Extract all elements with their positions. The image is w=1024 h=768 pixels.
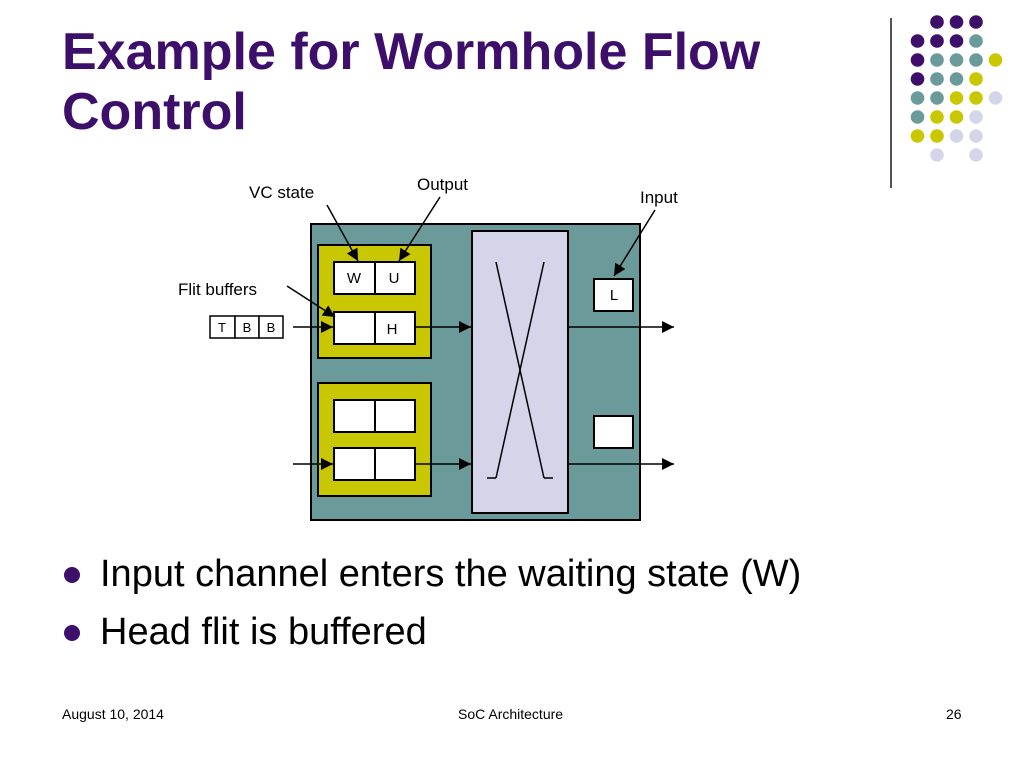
bullet-list: Input channel enters the waiting state (… <box>62 545 801 661</box>
slide-title: Example for Wormhole Flow Control <box>62 22 862 142</box>
decorative-dot <box>949 34 964 48</box>
decorative-dot <box>910 34 925 48</box>
bullet-dot-icon <box>64 567 80 583</box>
flit-buffer-cell-3 <box>333 447 376 481</box>
decorative-dot <box>930 129 944 143</box>
bullet-item-2: Head flit is buffered <box>62 603 801 661</box>
decorative-dot <box>930 53 944 67</box>
decorative-dot <box>969 34 983 48</box>
decorative-dot <box>910 91 925 105</box>
decorative-dot <box>969 110 983 124</box>
bullet-text-1: Input channel enters the waiting state (… <box>100 553 802 595</box>
flit-buffer-cell-1 <box>333 311 376 345</box>
decorative-dot <box>930 34 944 48</box>
footer-date: August 10, 2014 <box>62 706 164 722</box>
decorative-dot <box>969 148 983 162</box>
output-register-1 <box>593 278 634 312</box>
decorative-dot <box>949 15 964 29</box>
decorative-dot <box>969 53 983 67</box>
decorative-dot <box>930 15 944 29</box>
decorative-dot <box>969 15 983 29</box>
label-vc-state: VC state <box>249 183 314 202</box>
decorative-dot <box>988 53 1003 67</box>
incoming-flit-body-2 <box>258 315 284 339</box>
decorative-dot-grid <box>910 15 1003 162</box>
flit-b-2: B <box>267 320 276 335</box>
vc-state-cell-1 <box>333 261 376 295</box>
decorative-dot <box>910 72 925 86</box>
decorative-dot <box>930 148 944 162</box>
decorative-dot <box>949 53 964 67</box>
output-register-2 <box>593 415 634 449</box>
decorative-dot <box>949 129 964 143</box>
output-pointer <box>398 196 441 262</box>
decorative-dot <box>969 91 983 105</box>
decorative-dot <box>969 72 983 86</box>
flit-b-1: B <box>243 320 252 335</box>
decorative-dot <box>949 91 964 105</box>
vc-state-u: U <box>389 270 400 287</box>
bullet-dot-icon <box>64 625 80 641</box>
decorative-dot <box>930 72 944 86</box>
bullet-text-2: Head flit is buffered <box>100 611 427 653</box>
crossbar-line-2 <box>495 261 545 479</box>
bullet-item-1: Input channel enters the waiting state (… <box>62 545 801 603</box>
label-output: Output <box>417 175 468 194</box>
decorative-dot <box>949 110 964 124</box>
input-pointer <box>613 209 656 277</box>
flit-buffer-cell-4 <box>374 447 416 481</box>
footer-page-number: 26 <box>946 706 962 722</box>
decorative-dot <box>949 72 964 86</box>
decorative-dot <box>910 53 925 67</box>
vc-state-cell-3 <box>333 399 376 433</box>
vc-state-pointer <box>326 204 359 262</box>
decorative-dot <box>969 129 983 143</box>
title-line-1: Example for Wormhole Flow <box>62 23 761 81</box>
vc-state-cell-4 <box>374 399 416 433</box>
decorative-dot <box>930 110 944 124</box>
label-input: Input <box>640 188 678 207</box>
router-diagram: W U H L T B B VC state Output Input Flit… <box>178 175 678 521</box>
decorative-dot <box>910 110 925 124</box>
head-flit-h: H <box>387 321 398 338</box>
decorative-dot <box>930 91 944 105</box>
output-register-l: L <box>610 287 618 304</box>
decorative-divider <box>890 18 892 188</box>
label-flit-buffers: Flit buffers <box>178 280 257 299</box>
flit-buffers-pointer <box>286 285 336 318</box>
vc-state-w: W <box>347 270 362 287</box>
decorative-dot <box>910 129 925 143</box>
vc-state-cell-2 <box>374 261 416 295</box>
title-line-2: Control <box>62 83 247 141</box>
footer-course: SoC Architecture <box>458 706 564 722</box>
flit-buffer-cell-2 <box>374 311 416 345</box>
flit-t: T <box>218 320 226 335</box>
decorative-dot <box>988 91 1003 105</box>
